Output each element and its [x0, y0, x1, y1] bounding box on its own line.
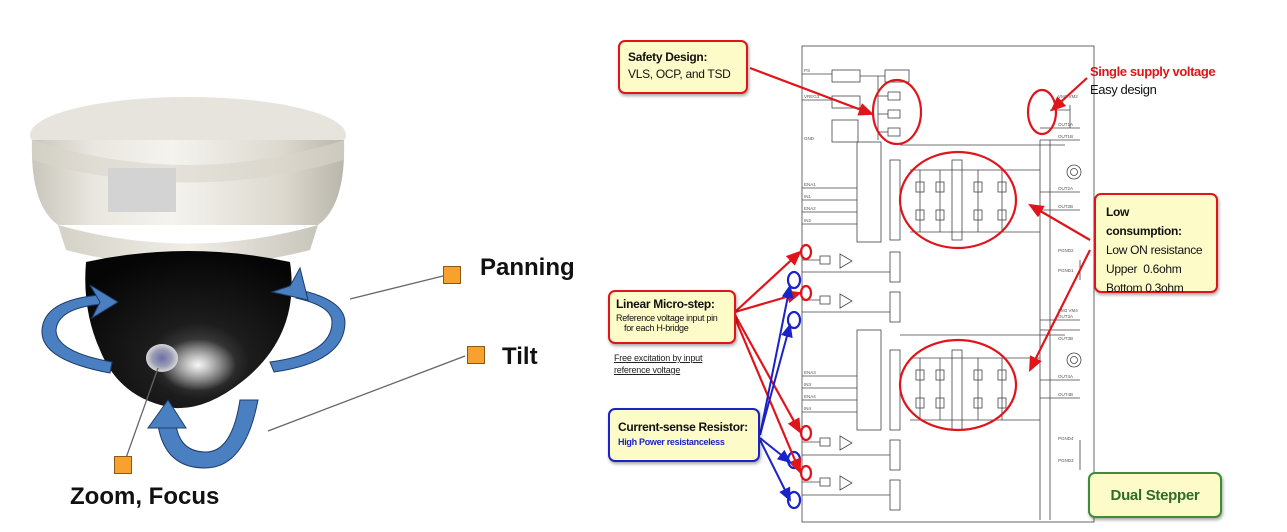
blurred-logo-patch — [108, 168, 176, 212]
ocp-block — [887, 127, 901, 137]
regulator-3v3-block — [831, 95, 861, 109]
microstep-title: Linear Micro-step: — [616, 297, 715, 311]
svg-text:OUT1B: OUT1B — [1058, 134, 1073, 139]
svg-text:VM1 VM2: VM1 VM2 — [1058, 94, 1078, 99]
safety-detail: VLS, OCP, and TSD — [628, 67, 731, 81]
lvs-block — [887, 109, 901, 119]
h-bridge-1 — [910, 169, 1040, 233]
camera-housing — [30, 97, 346, 266]
startup-circuit-block — [831, 69, 861, 83]
tilt-marker-icon — [467, 346, 485, 364]
stepper-motor-1-icon — [1066, 164, 1082, 180]
consumption-line-1: Low ON resistance — [1106, 243, 1203, 257]
svg-text:IN1: IN1 — [804, 194, 812, 199]
tilt-leader-line — [267, 355, 466, 432]
svg-text:VREG3: VREG3 — [804, 94, 820, 99]
zoom-focus-marker-icon — [114, 456, 132, 474]
svg-text:OUT1A: OUT1A — [1058, 122, 1073, 127]
zoom-focus-label: Zoom, Focus — [70, 483, 220, 510]
microstep-line-1: Reference voltage input pin — [616, 313, 718, 323]
panning-marker-icon — [443, 266, 461, 284]
svg-text:ENA3: ENA3 — [804, 370, 816, 375]
tsd-block — [887, 91, 901, 101]
camera-dome — [85, 251, 292, 409]
tilt-arrow-icon — [147, 399, 259, 469]
stepper-motor-2-icon — [1066, 352, 1082, 368]
consumption-line-2: Upper 0.6ohm — [1106, 262, 1182, 276]
current-sense-detail: High Power resistanceless — [618, 437, 725, 447]
supply-voltage-detail: Easy design — [1090, 82, 1157, 97]
low-consumption-callout: Low consumption: Low ON resistance Upper… — [1094, 193, 1218, 295]
camera-lens — [146, 344, 178, 372]
h-bridge-2 — [910, 357, 1040, 421]
supply-highlight-ellipse — [1026, 88, 1058, 136]
svg-text:PGND3: PGND3 — [1058, 458, 1074, 463]
svg-text:PGND4: PGND4 — [1058, 436, 1074, 441]
panning-leader-line — [349, 275, 444, 300]
svg-text:GND: GND — [804, 136, 815, 141]
tilt-label: Tilt — [502, 343, 538, 370]
safety-title: Safety Design: — [628, 50, 708, 64]
svg-text:ENA1: ENA1 — [804, 182, 816, 187]
vm-regulator-block — [831, 119, 859, 143]
svg-text:PS: PS — [804, 68, 810, 73]
consumption-line-3: Bottom 0.3ohm — [1106, 281, 1184, 295]
current-sense-callout: Current-sense Resistor: High Power resis… — [608, 408, 760, 462]
zoom-leader-line — [125, 367, 159, 459]
safety-highlight-ellipse — [871, 78, 923, 146]
svg-text:VM3 VM4: VM3 VM4 — [1058, 308, 1078, 313]
svg-text:IN2: IN2 — [804, 218, 812, 223]
dual-stepper-title: Dual Stepper — [1110, 486, 1200, 504]
dual-stepper-label: Dual Stepper — [1088, 472, 1222, 518]
svg-text:OUT4B: OUT4B — [1058, 392, 1073, 397]
supply-voltage-title: Single supply voltage — [1090, 64, 1216, 79]
microstep-line-2: for each H-bridge — [624, 323, 689, 333]
linear-microstep-callout: Linear Micro-step: Reference voltage inp… — [608, 290, 736, 344]
excitation-note-line-2: reference voltage — [614, 365, 681, 375]
svg-text:OUT2B: OUT2B — [1058, 204, 1073, 209]
svg-text:OUT4A: OUT4A — [1058, 374, 1073, 379]
hbridge2-highlight-ellipse — [898, 338, 1018, 432]
dome-camera-illustration — [30, 97, 466, 469]
svg-text:OUT3B: OUT3B — [1058, 336, 1073, 341]
svg-text:IN3: IN3 — [804, 382, 812, 387]
svg-text:PGND2: PGND2 — [1058, 248, 1074, 253]
panning-arrow-icon — [41, 266, 346, 374]
hbridge1-highlight-ellipse — [898, 150, 1018, 250]
svg-text:OUT3A: OUT3A — [1058, 314, 1073, 319]
logic-block-1 — [856, 141, 882, 243]
logic-block-2 — [856, 329, 882, 431]
svg-text:ENA4: ENA4 — [804, 394, 816, 399]
svg-text:PGND1: PGND1 — [1058, 268, 1074, 273]
safety-design-callout: Safety Design: VLS, OCP, and TSD — [618, 40, 748, 94]
svg-text:ENA2: ENA2 — [804, 206, 816, 211]
panning-label: Panning — [480, 254, 575, 281]
excitation-note-line-1: Free excitation by input — [614, 353, 703, 363]
svg-text:OUT2A: OUT2A — [1058, 186, 1073, 191]
svg-text:IN4: IN4 — [804, 406, 812, 411]
consumption-title: Low consumption: — [1106, 205, 1182, 238]
current-sense-title: Current-sense Resistor: — [618, 420, 748, 434]
